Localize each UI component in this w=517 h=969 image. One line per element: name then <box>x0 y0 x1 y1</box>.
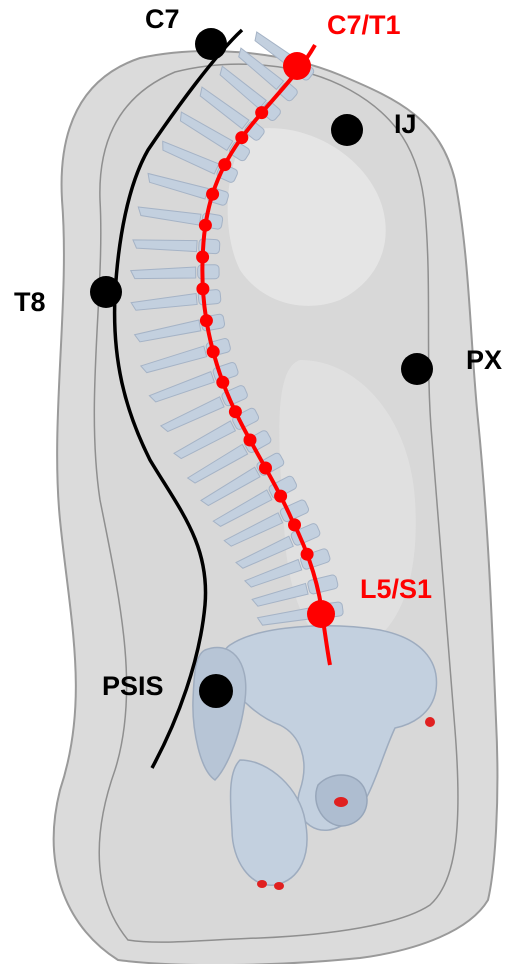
ij-label: IJ <box>394 111 417 138</box>
l5s1-marker <box>307 600 335 628</box>
vertebra-marker <box>196 251 209 264</box>
px-landmark-dot <box>401 353 433 385</box>
pelvis-marker-pubis-2 <box>274 882 284 890</box>
pelvis-marker-pubis-1 <box>257 880 267 888</box>
c7t1-marker <box>283 52 311 80</box>
vertebra-marker <box>274 490 287 503</box>
vertebra-marker <box>235 131 248 144</box>
vertebra-marker <box>229 405 242 418</box>
vertebra-marker <box>199 219 212 232</box>
psis-label: PSIS <box>102 673 164 700</box>
psis-landmark-dot <box>199 674 233 708</box>
vertebra-marker <box>288 518 301 531</box>
vertebra-marker <box>218 158 231 171</box>
pelvis-marker-asis <box>425 717 435 727</box>
vertebra-marker <box>255 106 268 119</box>
pelvis-marker-hip <box>334 797 348 807</box>
c7-landmark-dot <box>195 28 227 60</box>
vertebra-marker <box>216 376 229 389</box>
c7-label: C7 <box>145 6 180 33</box>
c7t1-label: C7/T1 <box>327 12 401 39</box>
l5s1-label: L5/S1 <box>360 576 432 603</box>
vertebra-marker <box>259 462 272 475</box>
px-label: PX <box>466 347 502 374</box>
t8-landmark-dot <box>90 276 122 308</box>
vertebra-marker <box>206 188 219 201</box>
vertebra-marker <box>207 345 220 358</box>
vertebra-marker <box>200 314 213 327</box>
vertebra-marker <box>196 282 209 295</box>
vertebra-marker <box>301 548 314 561</box>
ij-landmark-dot <box>331 114 363 146</box>
t8-label: T8 <box>14 289 46 316</box>
vertebra-marker <box>244 434 257 447</box>
